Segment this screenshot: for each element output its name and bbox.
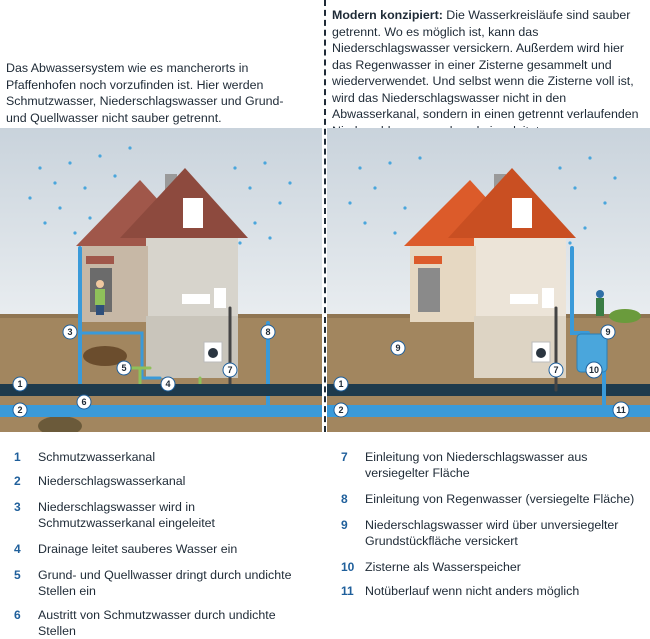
wastewater-scene-illustration: 3 5 4 1 2 6 7 8 1 2 7 9 9 10 11 (0, 128, 650, 432)
legend-item: 5 Grund- und Quellwasser dringt durch und… (14, 567, 308, 599)
legend-text: Niederschlagswasserkanal (38, 474, 186, 488)
intro-right-heading: Modern konzipiert: (332, 8, 443, 22)
legend-item: 8 Einleitung von Regenwasser (versiegelte… (341, 491, 635, 507)
marker-labels: 3 5 4 1 2 6 7 8 1 2 7 9 9 10 11 (17, 327, 625, 415)
legend-text: Notüberlauf wenn nicht anders möglich (365, 584, 580, 598)
rain-right (348, 156, 617, 245)
legend-item: 4 Drainage leitet sauberes Wasser ein (14, 541, 308, 557)
marker-1-left: 1 (17, 379, 22, 389)
legend-item: 7 Einleitung von Niederschlagswasser aus … (341, 449, 635, 481)
legend-number: 2 (14, 474, 21, 488)
legend-item: 11 Notüberlauf wenn nicht anders möglich (341, 583, 635, 599)
intro-text-left: Das Abwassersystem wie es mancherorts in… (6, 61, 284, 125)
sewer-pipe-left (0, 384, 322, 396)
legend-number: 8 (341, 492, 348, 506)
stormwater-pipe-right (327, 405, 650, 417)
legend-number: 5 (14, 568, 21, 582)
marker-8: 8 (265, 327, 270, 337)
legend-number: 7 (341, 450, 348, 464)
legend-text: Zisterne als Wasserspeicher (365, 560, 521, 574)
legend-right: 7 Einleitung von Niederschlagswasser aus … (341, 443, 641, 633)
legend-number: 4 (14, 542, 21, 556)
marker-2-right: 2 (338, 405, 343, 415)
legend-item: 6 Austritt von Schmutzwasser durch undich… (14, 607, 308, 639)
sewer-pipe-right (327, 384, 650, 396)
intro-text-right: Modern konzipiert: Die Wasserkreisläufe … (332, 7, 644, 139)
scene-divider (324, 0, 326, 432)
legend-item: 10 Zisterne als Wasserspeicher (341, 559, 635, 575)
house-left (76, 168, 248, 378)
legend-item: 2 Niederschlagswasserkanal (14, 473, 308, 489)
house-right (404, 168, 576, 378)
marker-3: 3 (67, 327, 72, 337)
rain-left (28, 146, 292, 245)
marker-9-right: 9 (605, 327, 610, 337)
legend-number: 9 (341, 518, 348, 532)
legend-number: 1 (14, 450, 21, 464)
legend-text: Niederschlagswasser wird in Schmutzwasse… (38, 500, 216, 530)
marker-circles (12, 324, 630, 419)
legend-number: 3 (14, 500, 21, 514)
marker-9-left: 9 (395, 343, 400, 353)
legend-text: Einleitung von Niederschlagswasser aus v… (365, 450, 588, 480)
legend-text: Niederschlagswasser wird über unversiege… (365, 518, 619, 548)
groundwater-pool (83, 346, 127, 366)
legend-text: Drainage leitet sauberes Wasser ein (38, 542, 238, 556)
stormwater-pipe-left (0, 405, 322, 417)
intro-right-body: Die Wasserkreisläufe sind sauber getrenn… (332, 8, 639, 138)
legend-number: 11 (341, 584, 354, 598)
leak-puddle (38, 416, 82, 432)
person-left (95, 280, 105, 315)
legend-item: 9 Niederschlagswasser wird über unversieg… (341, 517, 635, 549)
legend-text: Grund- und Quellwasser dringt durch undi… (38, 568, 292, 598)
legend-number: 10 (341, 560, 355, 574)
legend-left: 1 Schmutzwasserkanal 2 Niederschlagswasserk… (14, 443, 324, 638)
legend-text: Austritt von Schmutzwasser durch undicht… (38, 608, 276, 638)
marker-7-left: 7 (227, 365, 232, 375)
legend-number: 6 (14, 608, 21, 622)
legend-text: Einleitung von Regenwasser (versiegelte … (365, 492, 635, 506)
marker-2-left: 2 (17, 405, 22, 415)
marker-1-right: 1 (338, 379, 343, 389)
marker-6: 6 (81, 397, 86, 407)
legend-text: Schmutzwasserkanal (38, 450, 156, 464)
garden-shrubs (596, 290, 641, 323)
marker-7-right: 7 (553, 365, 558, 375)
marker-10: 10 (589, 365, 599, 375)
marker-11: 11 (616, 405, 626, 415)
marker-5: 5 (121, 363, 126, 373)
marker-4: 4 (165, 379, 170, 389)
legend-item: 1 Schmutzwasserkanal (14, 449, 308, 465)
legend-item: 3 Niederschlagswasser wird in Schmutzwass… (14, 499, 308, 531)
